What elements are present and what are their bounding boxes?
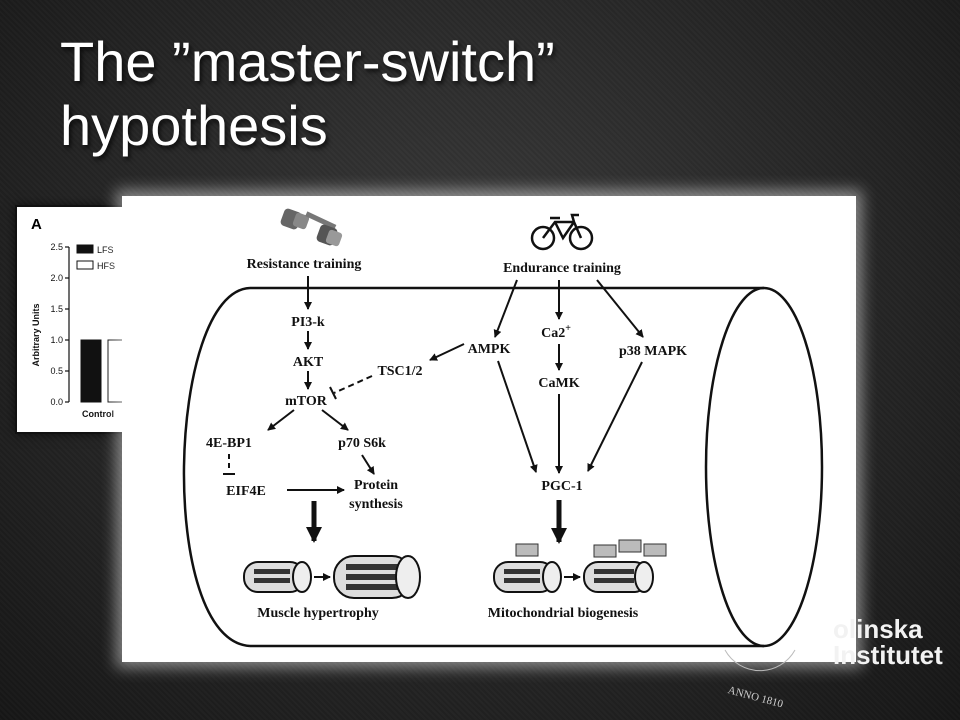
- muscle-fiber-right-after: [583, 561, 654, 593]
- chart-bars: [80, 339, 129, 403]
- node-ca2: Ca2+: [541, 323, 571, 341]
- legend-label: HFS: [97, 261, 115, 271]
- node-tsc: TSC1/2: [377, 364, 422, 379]
- chart-y-ticks: 2.5 2.0 1.5 1.0 0.5 0.0: [50, 242, 69, 407]
- node-ca2-sup: +: [565, 323, 571, 334]
- logo-line1: olinska: [833, 614, 923, 644]
- mitochondria-icons: [515, 539, 667, 558]
- arrow-p70-protein: [361, 454, 375, 475]
- dumbbell-icon: [280, 208, 343, 247]
- arrow-p38-pgc1: [587, 361, 643, 472]
- mitochondrion-icon: [618, 539, 642, 553]
- node-protein-line2: synthesis: [349, 497, 403, 512]
- node-p70-s6k: p70 S6k: [338, 436, 386, 451]
- inhibition-links: [223, 375, 373, 475]
- node-camk: CaMK: [538, 376, 579, 391]
- muscle-fiber-small-left: [243, 561, 312, 593]
- logo-text: olinska Institutet: [833, 616, 943, 668]
- y-tick-label: 1.5: [50, 304, 63, 314]
- inhibit-tsc-mtor: [333, 375, 373, 394]
- slide-title-line1: The ”master-switch”: [60, 30, 555, 93]
- node-eif4e: EIF4E: [226, 484, 266, 499]
- endurance-training-label: Endurance training: [503, 261, 621, 276]
- mitochondrial-biogenesis-label: Mitochondrial biogenesis: [488, 606, 639, 621]
- legend-swatch: [76, 260, 94, 270]
- bicycle-icon: [530, 213, 594, 251]
- y-tick-label: 0.0: [50, 397, 63, 407]
- logo-seal: ANNO 1810: [724, 649, 796, 710]
- chart-panel-label: A: [31, 216, 42, 233]
- legend-swatch: [76, 244, 94, 254]
- mitochondrion-icon: [515, 543, 539, 557]
- node-4e-bp1: 4E-BP1: [206, 436, 252, 451]
- muscle-fiber-small-right: [493, 561, 562, 593]
- y-tick-label: 0.5: [50, 366, 63, 376]
- muscle-fiber-cylinder: [182, 286, 824, 648]
- node-akt: AKT: [293, 355, 324, 370]
- karolinska-logo: olinska Institutet ANNO 1810: [715, 610, 955, 710]
- resistance-training-label: Resistance training: [247, 257, 362, 272]
- big-arrows: [306, 500, 567, 544]
- node-ampk: AMPK: [468, 342, 511, 357]
- chart-y-axis-label: Arbitrary Units: [31, 303, 41, 366]
- arrow-mtor-4ebp1: [267, 409, 295, 431]
- slide-title: The ”master-switch” hypothesis: [60, 30, 760, 158]
- y-tick-label: 2.5: [50, 242, 63, 252]
- logo-line2: Institutet: [833, 640, 943, 670]
- y-tick-label: 2.0: [50, 273, 63, 283]
- chart-legend: LFS HFS: [76, 244, 115, 271]
- node-pi3k: PI3-k: [291, 315, 325, 330]
- inhibit-tsc-mtor-bar: [329, 386, 337, 400]
- mitochondrion-icon: [643, 543, 667, 557]
- arrow-ampk-pgc1: [497, 360, 538, 473]
- legend-label: LFS: [97, 245, 114, 255]
- muscle-hypertrophy-label: Muscle hypertrophy: [257, 606, 378, 621]
- mitochondrion-icon: [593, 544, 617, 558]
- arrow-endurance-p38: [596, 279, 644, 338]
- arrow-mtor-p70: [321, 409, 349, 431]
- slide-title-line2: hypothesis: [60, 94, 328, 157]
- node-mtor: mTOR: [285, 394, 328, 409]
- node-ca2-base: Ca2: [541, 326, 565, 341]
- node-protein-line1: Protein: [354, 478, 398, 493]
- logo-seal-text: ANNO 1810: [727, 684, 785, 710]
- node-p38-mapk: p38 MAPK: [619, 344, 687, 359]
- y-tick-label: 1.0: [50, 335, 63, 345]
- bar: [80, 339, 102, 403]
- chart-x-label: Control: [82, 409, 114, 419]
- arrow-ampk-tsc: [429, 343, 465, 361]
- pathway-diagram: Resistance training Endurance training P…: [182, 208, 824, 648]
- pathway-arrows: [267, 276, 644, 494]
- pathway-diagram-panel: Resistance training Endurance training P…: [122, 196, 856, 662]
- arrow-endurance-ampk: [493, 279, 518, 338]
- muscle-fiber-large-left: [333, 555, 421, 599]
- node-pgc1: PGC-1: [541, 479, 582, 494]
